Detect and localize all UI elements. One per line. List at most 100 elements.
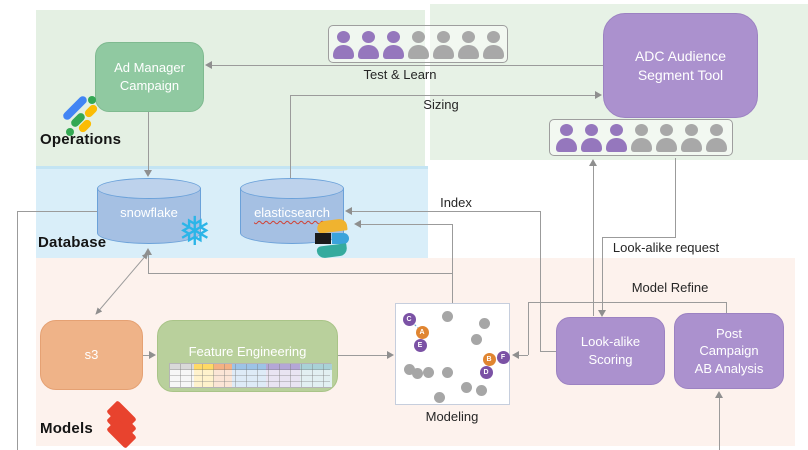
scatter-dot xyxy=(403,363,415,375)
person-icon xyxy=(482,31,504,59)
scatter-links xyxy=(408,318,504,373)
feature-table-column-group xyxy=(232,364,266,387)
arrowhead-into-adc xyxy=(595,91,602,99)
scatter-node-a: A xyxy=(415,325,429,339)
database-label: Database xyxy=(38,234,107,251)
connector-lookalike-to-audience xyxy=(593,163,594,316)
connector-index-to-lookalike xyxy=(540,351,557,352)
s3-node: s3 xyxy=(40,320,143,390)
cylinder-top xyxy=(240,178,344,199)
elasticsearch-icon xyxy=(314,218,352,262)
operations-label: Operations xyxy=(40,131,122,148)
arrowhead-into-lookalike xyxy=(598,310,606,317)
feature-table-column-group xyxy=(170,364,194,387)
feature-table-gridlines xyxy=(170,364,330,387)
scatter-dot xyxy=(475,384,487,396)
scatter-dot xyxy=(478,317,490,329)
arrowhead-into-elasticsearch-2 xyxy=(354,220,361,228)
elastic-blue-block xyxy=(332,233,349,244)
connector-fe-modeling xyxy=(338,355,390,356)
connector-snowflake-loop-vertical xyxy=(17,211,18,450)
snowflake-icon: ❅ xyxy=(178,210,212,254)
admanager-green-dot-2 xyxy=(66,128,74,136)
edge-label-model-refine: Model Refine xyxy=(631,280,709,295)
arrowhead-into-audience-right xyxy=(589,159,597,166)
feature-table-column-group xyxy=(214,364,232,387)
connector-admanager-snowflake xyxy=(148,112,149,172)
connector-bottom-into-pcab xyxy=(719,394,720,450)
connector-snowflake-s3-diagonal xyxy=(95,252,149,315)
connector-refine-horizontal xyxy=(528,302,727,303)
arrowhead-into-fe xyxy=(149,351,156,359)
person-icon xyxy=(432,31,454,59)
ad-manager-campaign-node: Ad Manager Campaign xyxy=(95,42,204,112)
feature-engineering-node: Feature Engineering xyxy=(157,320,338,392)
person-icon xyxy=(407,31,429,59)
connector-modeling-es-horizontal xyxy=(359,224,452,225)
scatter-node-e: E xyxy=(413,338,427,352)
feature-table-thumbnail xyxy=(169,363,332,388)
person-icon xyxy=(332,31,354,59)
connector-refine-into-modeling xyxy=(517,355,528,356)
audience-group-top xyxy=(328,25,508,63)
person-icon xyxy=(555,124,577,152)
elastic-yellow-arc xyxy=(316,218,348,234)
edge-label-lookalike-request: Look-alike request xyxy=(612,240,720,255)
person-icon xyxy=(580,124,602,152)
scatter-node-b: B xyxy=(482,352,496,366)
elasticsearch-label: elasticsearch xyxy=(254,205,330,220)
lookalike-scoring-node: Look-alike Scoring xyxy=(556,317,665,385)
connector-sizing-vertical xyxy=(290,95,291,178)
edge-label-sizing: Sizing xyxy=(423,97,459,112)
scatter-node-f: F xyxy=(496,350,510,364)
models-label: Models xyxy=(40,420,93,437)
arrowhead-into-admanager xyxy=(205,61,212,69)
databricks-icon xyxy=(101,400,143,449)
adc-audience-segment-tool-node: ADC Audience Segment Tool xyxy=(603,13,758,118)
scatter-node-d: D xyxy=(479,365,493,379)
connector-request-v1 xyxy=(675,158,676,237)
edge-label-index: Index xyxy=(440,195,472,210)
arrowhead-into-snowflake-top xyxy=(144,170,152,177)
audience-group-right xyxy=(549,119,733,156)
elastic-teal-arc xyxy=(316,243,348,259)
connector-test-learn xyxy=(210,65,604,66)
arrowhead-into-snowflake-bottom xyxy=(144,248,152,255)
scatter-dot xyxy=(422,366,434,378)
scatter-dot xyxy=(460,381,472,393)
scatter-dot xyxy=(441,310,453,322)
connector-refine-v1 xyxy=(726,302,727,314)
google-ad-manager-icon xyxy=(58,92,104,138)
feature-engineering-label: Feature Engineering xyxy=(188,344,307,359)
feature-table-column-group xyxy=(266,364,300,387)
edge-label-test-learn: Test & Learn xyxy=(363,67,437,82)
scatter-dot xyxy=(441,366,453,378)
person-icon xyxy=(655,124,677,152)
person-icon xyxy=(382,31,404,59)
connector-snowflake-loop-horizontal xyxy=(17,211,98,212)
connector-request-horizontal xyxy=(602,237,676,238)
person-icon xyxy=(705,124,727,152)
person-icon xyxy=(680,124,702,152)
snowflake-database-cylinder: snowflake xyxy=(97,178,201,244)
feature-table-column-group xyxy=(194,364,214,387)
person-icon xyxy=(630,124,652,152)
connector-modeling-snowflake-horizontal xyxy=(148,273,452,274)
scatter-dot xyxy=(411,367,423,379)
arrowhead-into-modeling-right xyxy=(512,351,519,359)
admanager-yellow-bar xyxy=(83,103,99,119)
arrowhead-into-pcab xyxy=(715,391,723,398)
arrowhead-index-into-elasticsearch xyxy=(345,207,352,215)
cylinder-top xyxy=(97,178,201,199)
scatter-node-c: C xyxy=(402,312,416,326)
snowflake-label: snowflake xyxy=(120,205,178,220)
connector-refine-v2 xyxy=(528,302,529,355)
admanager-green-dot xyxy=(88,96,96,104)
feature-table-column-group xyxy=(300,364,332,387)
connector-modeling-es-vertical xyxy=(452,224,453,304)
post-campaign-ab-analysis-node: Post Campaign AB Analysis xyxy=(674,313,784,389)
connector-index-horizontal xyxy=(350,211,540,212)
